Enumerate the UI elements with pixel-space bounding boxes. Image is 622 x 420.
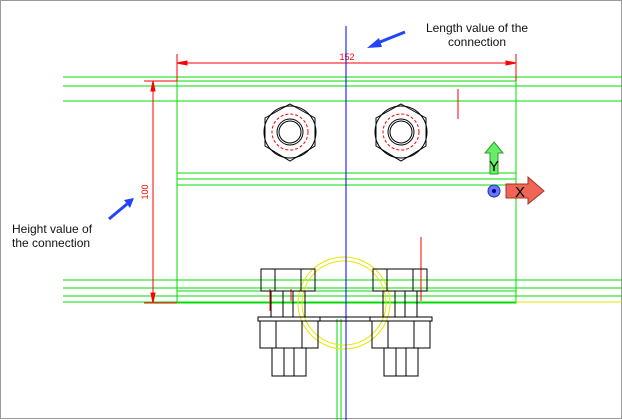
ucs-y-label: Y xyxy=(489,158,499,175)
height-annotation: Height value of the connection xyxy=(12,222,92,250)
bolt-side-right[interactable] xyxy=(369,268,433,377)
ucs-x-arrow xyxy=(505,175,545,206)
yellow-circle xyxy=(297,256,391,350)
ucs-y-arrow xyxy=(483,141,505,175)
height-dimension-value: 100 xyxy=(140,184,150,199)
beam-lines xyxy=(63,76,622,420)
height-annotation-arrow xyxy=(108,198,134,221)
length-dimension-value: 152 xyxy=(339,52,354,62)
yellow-circle-inner xyxy=(301,260,387,346)
bolt-side-left[interactable] xyxy=(257,268,321,377)
bolt-head-right[interactable] xyxy=(374,103,428,162)
length-annotation-arrow xyxy=(367,30,406,48)
ucs-icon[interactable]: Y X xyxy=(483,141,545,206)
length-annotation-line1: Length value of the xyxy=(425,21,529,35)
length-annotation: Length value of the connection xyxy=(417,21,537,49)
ucs-x-label: X xyxy=(515,184,525,201)
height-annotation-line2: the connection xyxy=(12,236,91,250)
dimension-lines xyxy=(144,54,517,311)
lower-plate xyxy=(320,316,370,322)
height-annotation-line1: Height value of xyxy=(12,222,93,236)
bolt-head-left[interactable] xyxy=(263,103,317,162)
length-annotation-line2: connection xyxy=(447,35,507,49)
